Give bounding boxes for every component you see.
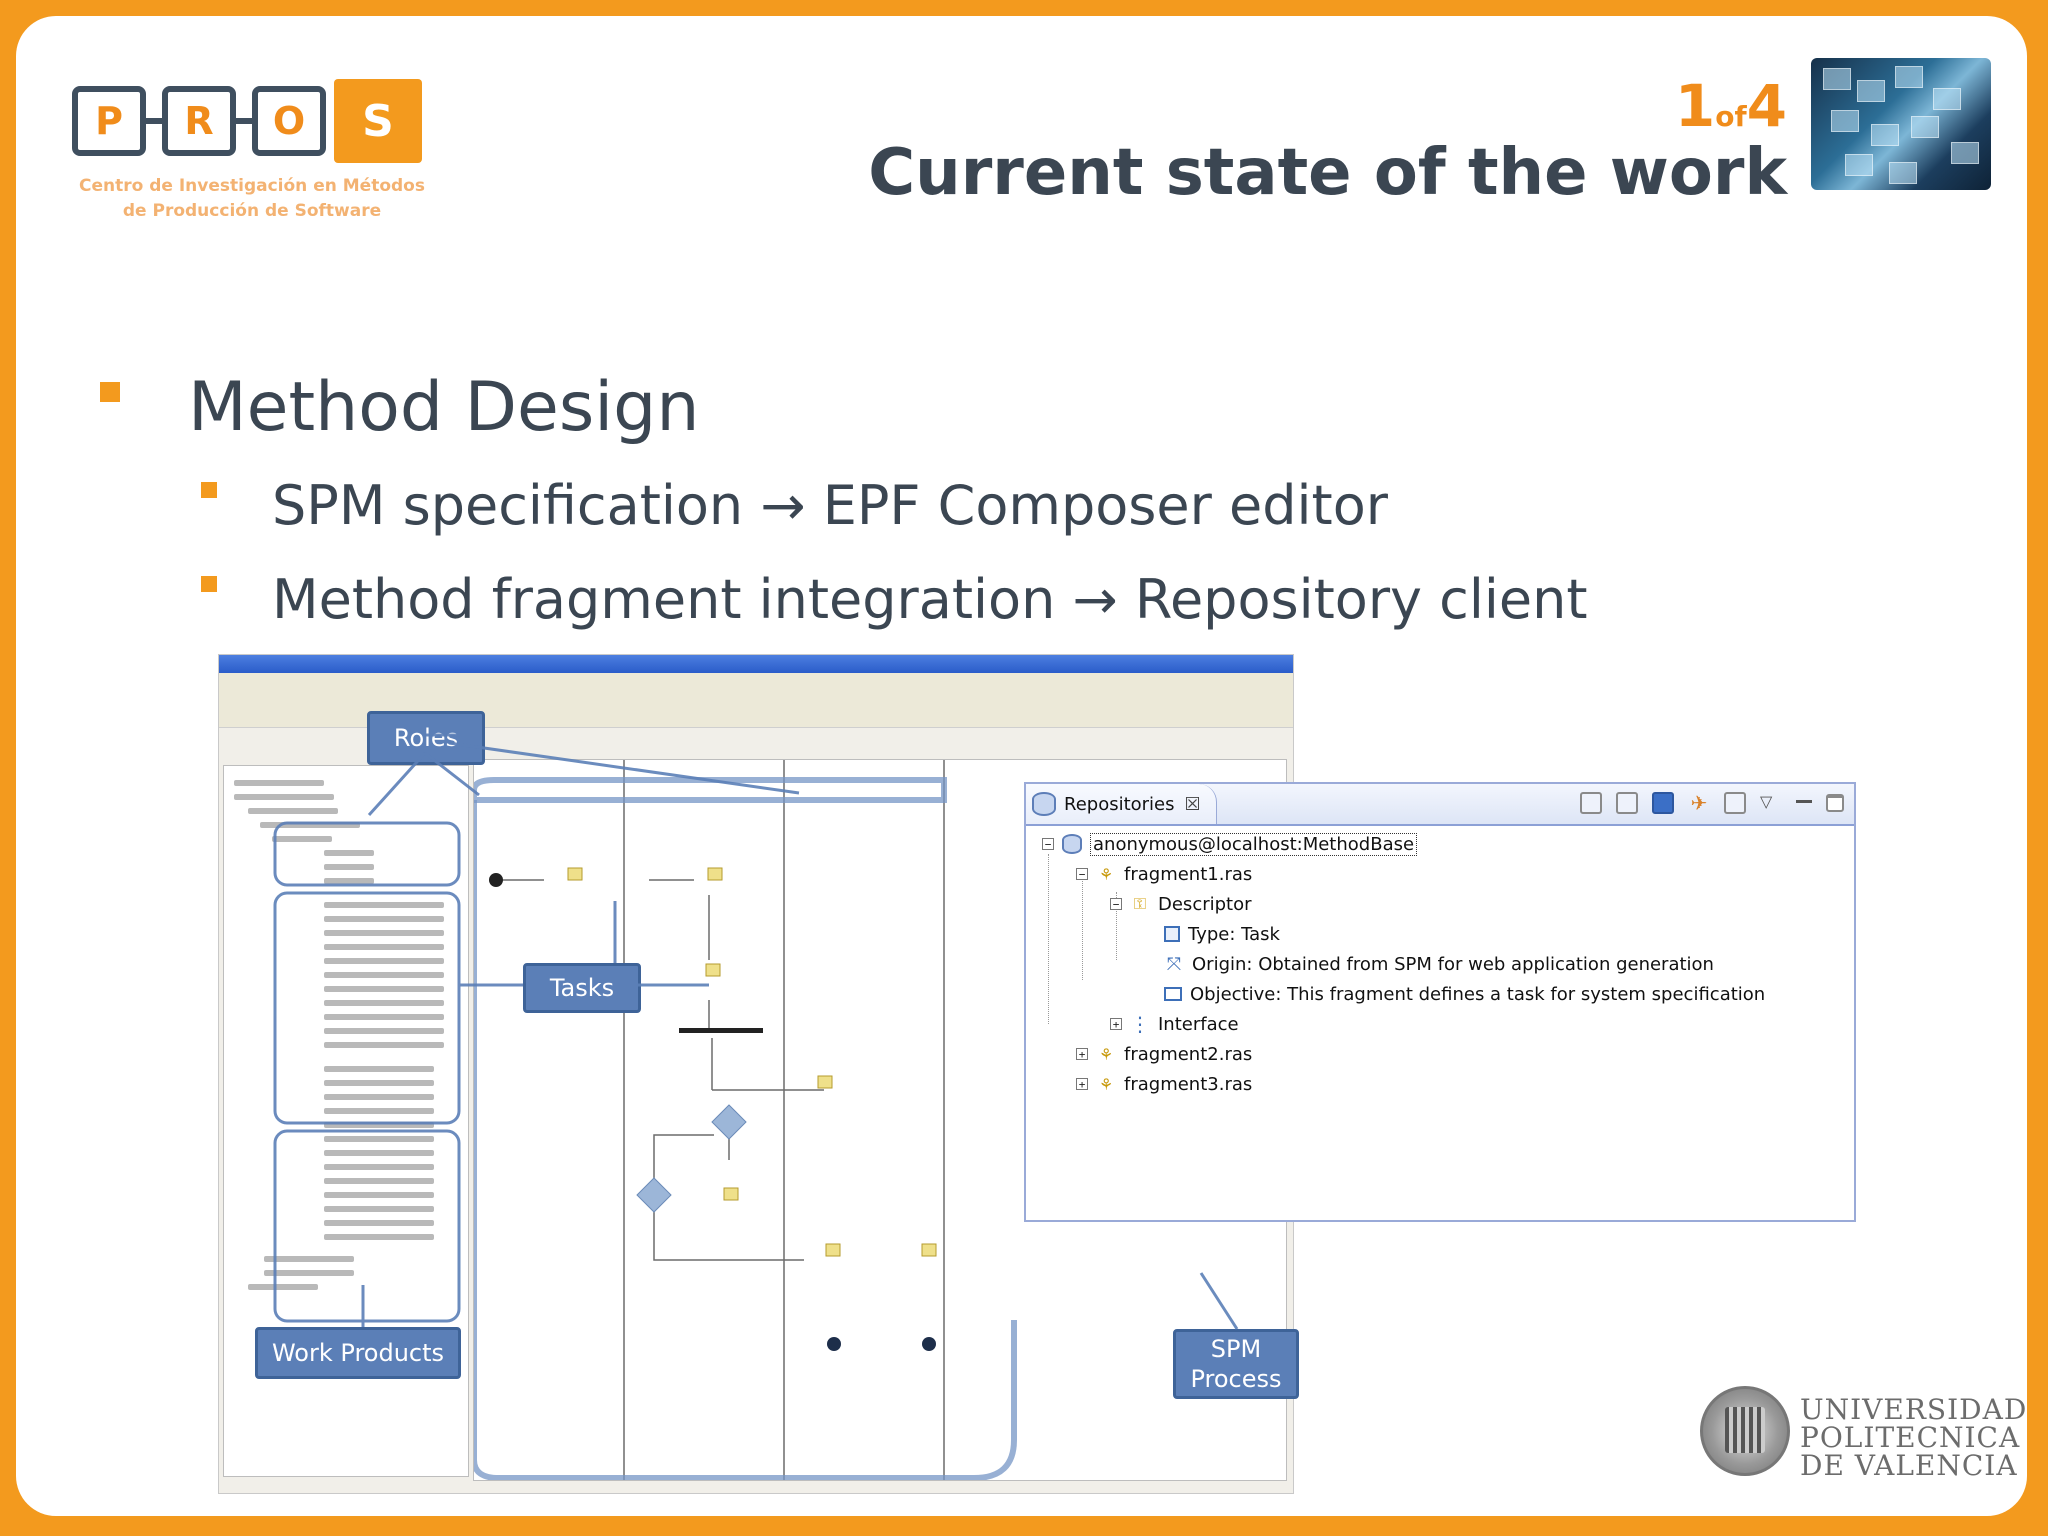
bullet-level1: Method Design [188, 368, 700, 447]
tree-label: Interface [1158, 1013, 1239, 1035]
bullet-marker [100, 382, 120, 402]
tree-node-fragment1[interactable]: − ⚘ fragment1.ras [1076, 860, 1252, 888]
pros-logo: P R O S Centro de Investigación en Métod… [54, 66, 434, 236]
tree-node-fragment2[interactable]: + ⚘ fragment2.ras [1076, 1040, 1252, 1068]
decorative-photo [1811, 58, 1991, 190]
tree-node-origin[interactable]: ⤧ Origin: Obtained from SPM for web appl… [1164, 950, 1714, 978]
close-icon[interactable]: ☒ [1184, 793, 1201, 815]
tree-label: fragment1.ras [1124, 863, 1253, 885]
slide: P R O S Centro de Investigación en Métod… [16, 16, 2027, 1516]
spm-process-callout: SPM Process [1173, 1329, 1299, 1399]
university-seal-icon [1700, 1386, 1790, 1476]
tree-label: Objective: This fragment defines a task … [1190, 983, 1766, 1005]
fragment-icon: ⚘ [1098, 1074, 1114, 1094]
type-icon [1164, 926, 1180, 942]
interface-icon: ⋮ [1130, 1012, 1150, 1036]
tree-node-type[interactable]: Type: Task [1164, 920, 1280, 948]
logo-letter-r: R [162, 86, 236, 156]
epf-titlebar [219, 655, 1293, 673]
slide-counter: 1of4 [1674, 72, 1787, 140]
page-title: Current state of the work [868, 136, 1787, 210]
logo-letter-o: O [252, 86, 326, 156]
tree-node-fragment3[interactable]: + ⚘ fragment3.ras [1076, 1070, 1252, 1098]
expand-toggle-icon[interactable]: + [1076, 1078, 1088, 1090]
collapse-toggle-icon[interactable]: − [1042, 838, 1054, 850]
university-logo: UNIVERSIDAD POLITECNICA DE VALENCIA [1684, 1378, 2026, 1488]
collapse-icon[interactable] [1724, 792, 1746, 814]
tree-node-descriptor[interactable]: − ⚿ Descriptor [1110, 890, 1252, 918]
bullet-method-fragment-integration: Method fragment integration → Repository… [272, 568, 1588, 631]
logo-subtitle: Centro de Investigación en Métodos de Pr… [79, 176, 425, 221]
repositories-toolbar: ✈ ▽ [1580, 792, 1844, 814]
tree-node-objective[interactable]: Objective: This fragment defines a task … [1164, 980, 1765, 1008]
fragment-icon: ⚘ [1098, 864, 1114, 884]
minimize-icon[interactable] [1796, 800, 1812, 810]
add-icon[interactable] [1652, 792, 1674, 814]
logo-letter-s: S [334, 79, 422, 163]
expand-toggle-icon[interactable]: + [1076, 1048, 1088, 1060]
repositories-tabbar: Repositories ☒ ✈ ▽ [1026, 784, 1854, 826]
work-products-callout: Work Products [255, 1327, 461, 1379]
roles-callout: Roles [367, 711, 485, 765]
tree-node-root[interactable]: − anonymous@localhost:MethodBase [1042, 830, 1418, 858]
collapse-toggle-icon[interactable]: − [1110, 898, 1122, 910]
rocket-icon[interactable]: ✈ [1690, 791, 1708, 815]
fragment-icon: ⚘ [1098, 1044, 1114, 1064]
export-icon[interactable] [1580, 792, 1602, 814]
repositories-tab[interactable]: Repositories ☒ [1026, 784, 1217, 824]
database-icon [1062, 834, 1082, 854]
objective-icon [1164, 987, 1182, 1001]
view-menu-icon[interactable]: ▽ [1760, 792, 1773, 811]
bullet-spm-specification: SPM specification → EPF Composer editor [272, 474, 1388, 537]
tasks-callout: Tasks [523, 963, 641, 1013]
tree-label: anonymous@localhost:MethodBase [1090, 832, 1418, 856]
repositories-tab-label: Repositories [1064, 793, 1175, 815]
key-icon: ⚿ [1133, 894, 1147, 913]
bullet-marker [201, 482, 217, 498]
university-name: UNIVERSIDAD POLITECNICA DE VALENCIA [1800, 1393, 2027, 1482]
expand-toggle-icon[interactable]: + [1110, 1018, 1122, 1030]
up-arrow-icon[interactable] [1616, 792, 1638, 814]
epf-menubar [219, 673, 1293, 689]
origin-icon: ⤧ [1166, 953, 1182, 975]
bullet-marker [201, 576, 217, 592]
maximize-icon[interactable] [1826, 794, 1844, 812]
repository-tree: − anonymous@localhost:MethodBase − ⚘ fra… [1026, 828, 1854, 1220]
tree-node-interface[interactable]: + ⋮ Interface [1110, 1010, 1239, 1038]
tree-label: Descriptor [1158, 893, 1252, 915]
tree-label: Type: Task [1188, 923, 1280, 945]
callout-connectors [273, 733, 1239, 1330]
repositories-view[interactable]: Repositories ☒ ✈ ▽ − anonymous@localho [1024, 782, 1856, 1222]
tree-label: Origin: Obtained from SPM for web applic… [1192, 953, 1714, 975]
process-diagram-graphic [471, 760, 1017, 1481]
tree-label: fragment3.ras [1124, 1073, 1253, 1095]
collapse-toggle-icon[interactable]: − [1076, 868, 1088, 880]
tree-label: fragment2.ras [1124, 1043, 1253, 1065]
database-icon [1032, 792, 1056, 816]
logo-letter-p: P [72, 86, 146, 156]
